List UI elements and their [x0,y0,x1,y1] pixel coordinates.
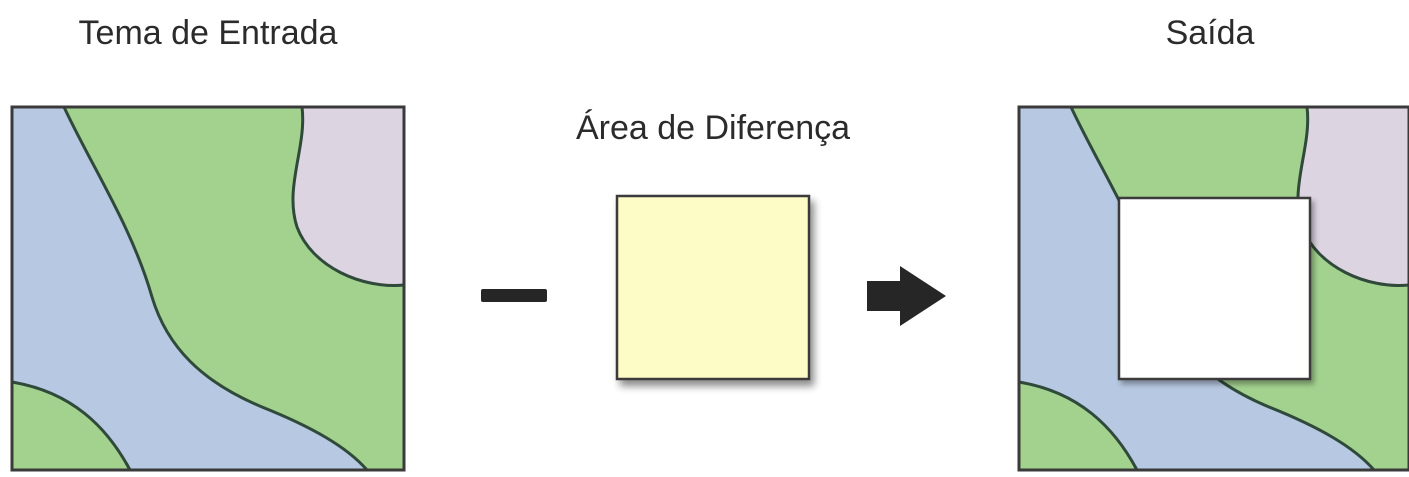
input-water-region [12,107,367,470]
output-map-frame [1017,105,1409,472]
erase-area-title: Área de Diferença [576,109,850,147]
right-arrow-icon [867,266,946,326]
output-erased-hole [1117,196,1312,381]
output-boundary-bottom [1018,380,1139,471]
input-boundary-left [62,106,369,471]
output-title: Saída [1166,14,1255,52]
erase-area-square [615,194,811,381]
input-boundary-bottom [11,380,132,471]
input-boundary-urban [291,106,405,287]
output-map [1017,105,1409,472]
output-water-region [1019,107,1374,470]
input-map-frame [10,105,406,472]
erase-area-shape [615,194,811,381]
input-urban-region [292,107,404,286]
input-theme-title: Tema de Entrada [79,14,338,52]
input-theme-map [10,105,406,472]
output-urban-region [1297,107,1409,286]
minus-icon [481,289,547,302]
